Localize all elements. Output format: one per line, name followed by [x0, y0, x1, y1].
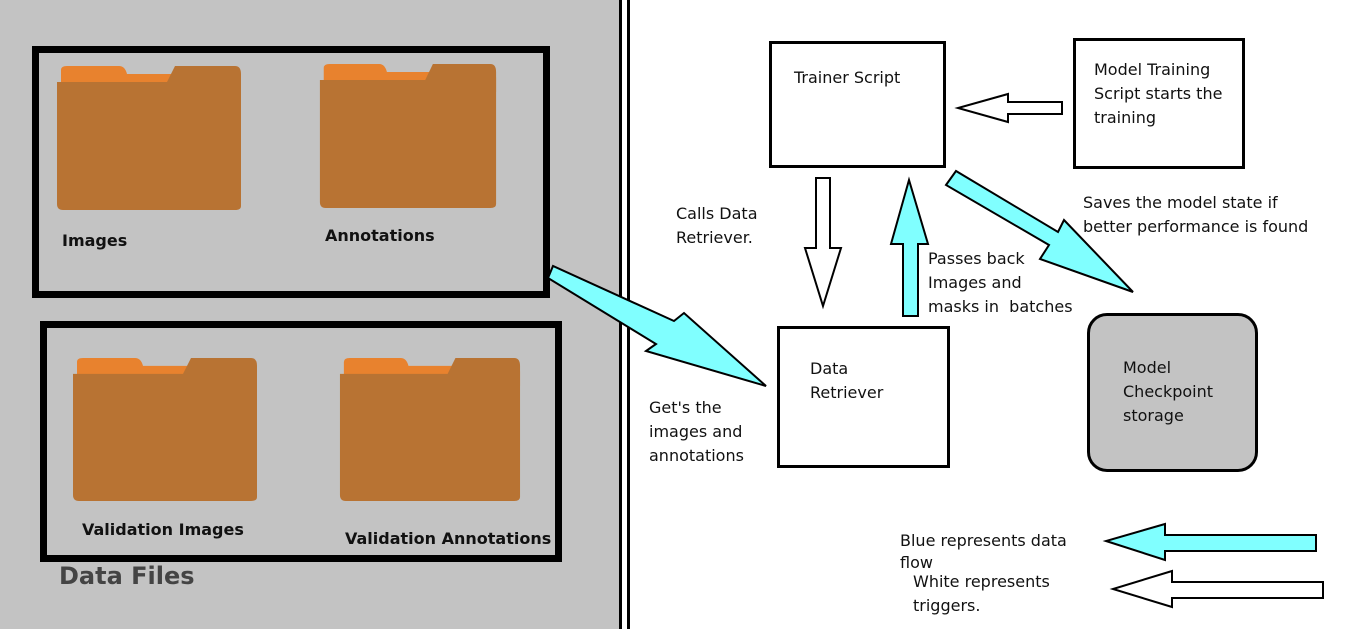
- legend-blue-arrow: [1102, 522, 1317, 562]
- trainer-script-box: Trainer Script: [769, 41, 946, 168]
- data-retriever-line-1: Data: [810, 359, 849, 378]
- passes-note-line-1: Passes back: [928, 249, 1025, 268]
- legend-white-arrow: [1109, 569, 1324, 609]
- calls-note-line-1: Calls Data: [676, 204, 758, 223]
- images-folder-label: Images: [62, 231, 128, 250]
- validation-data-frame: [40, 321, 562, 562]
- validation-annotations-folder-label: Validation Annotations: [345, 529, 552, 548]
- passes-note-line-2: Images and: [928, 273, 1022, 292]
- trainer-script-label: Trainer Script: [794, 68, 901, 87]
- gets-note-line-1: Get's the: [649, 398, 722, 417]
- legend-white-line-2: triggers.: [913, 596, 981, 615]
- trainer-to-storage-arrow: [944, 169, 1134, 293]
- validation-annotations-folder-icon[interactable]: [338, 356, 522, 503]
- validation-images-folder-label: Validation Images: [82, 520, 244, 539]
- saves-note-line-2: better performance is found: [1083, 217, 1309, 236]
- annotations-folder-icon[interactable]: [318, 62, 498, 210]
- model-training-box: Model Training Script starts the trainin…: [1073, 38, 1245, 169]
- gets-note-line-2: images and: [649, 422, 743, 441]
- model-training-line-2: Script starts the: [1094, 84, 1223, 103]
- validation-images-folder-icon[interactable]: [71, 356, 259, 503]
- retriever-to-trainer-arrow: [889, 176, 930, 317]
- storage-line-1: Model: [1123, 358, 1172, 377]
- annotations-folder-label: Annotations: [325, 226, 435, 245]
- model-training-line-1: Model Training: [1094, 60, 1211, 79]
- passes-note-line-3: masks in batches: [928, 297, 1073, 316]
- legend-blue-line-2: flow: [900, 553, 933, 572]
- model-training-line-3: training: [1094, 108, 1156, 127]
- data-files-to-retriever-arrow: [546, 264, 767, 387]
- legend-white-line-1: White represents: [913, 572, 1050, 591]
- data-retriever-box: Data Retriever: [777, 326, 950, 468]
- data-retriever-line-2: Retriever: [810, 383, 884, 402]
- saves-note-line-1: Saves the model state if: [1083, 193, 1278, 212]
- model-checkpoint-storage: Model Checkpoint storage: [1087, 313, 1258, 472]
- model-training-to-trainer-arrow: [954, 92, 1063, 124]
- calls-note-line-2: Retriever.: [676, 228, 753, 247]
- storage-line-2: Checkpoint: [1123, 382, 1214, 401]
- training-data-frame: [32, 46, 550, 298]
- storage-line-3: storage: [1123, 406, 1184, 425]
- legend-blue-line-1: Blue represents data: [900, 531, 1067, 550]
- gets-note-line-3: annotations: [649, 446, 744, 465]
- images-folder-icon[interactable]: [55, 64, 243, 212]
- trainer-to-retriever-arrow: [803, 177, 843, 310]
- data-files-title: Data Files: [59, 562, 195, 590]
